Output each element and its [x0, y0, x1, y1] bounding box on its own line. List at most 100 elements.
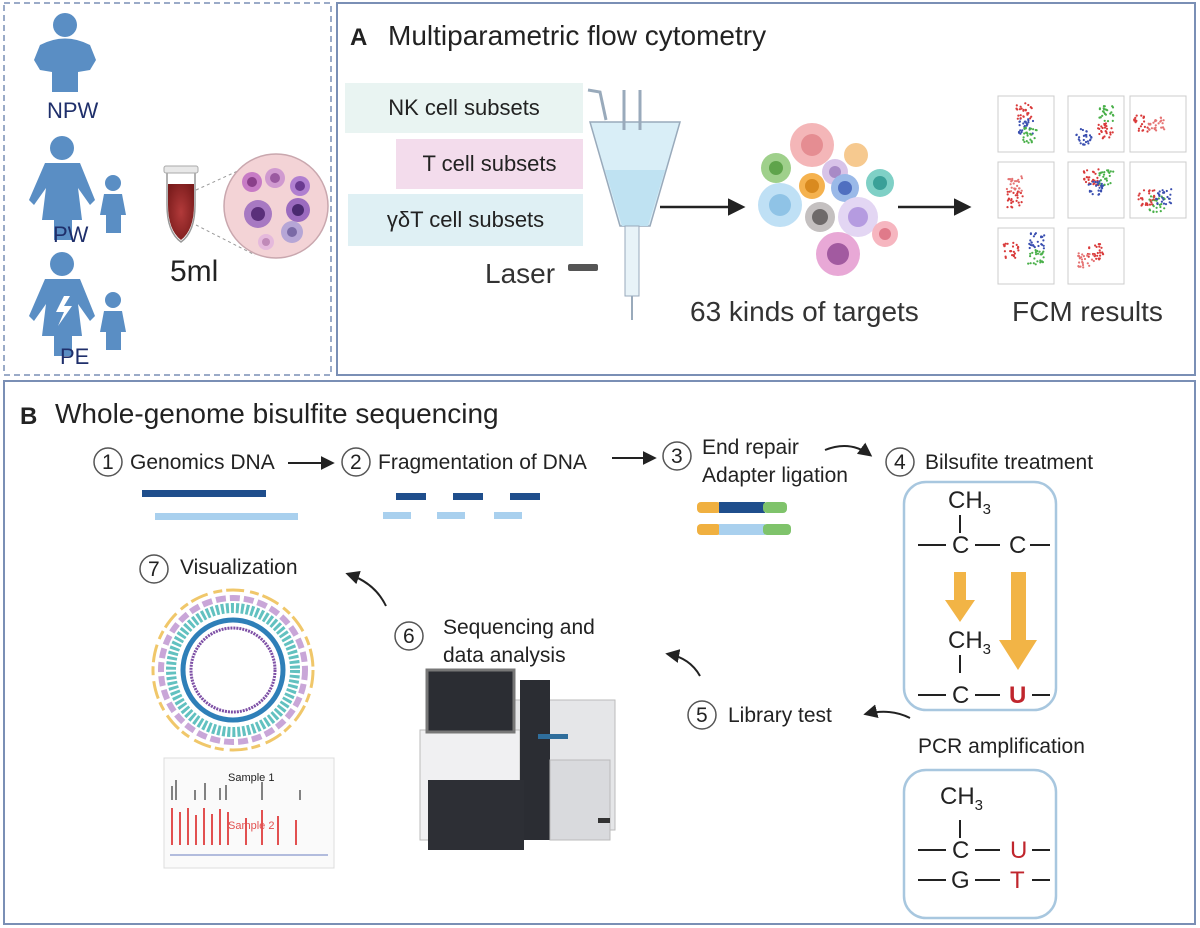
fcm-dot — [1162, 126, 1165, 129]
fcm-dot — [1108, 174, 1111, 177]
fcm-dot — [1090, 135, 1093, 139]
fcm-dot — [1139, 197, 1142, 200]
bisulfite-chemistry-box — [902, 480, 1058, 712]
fcm-dot — [1150, 201, 1153, 204]
fcm-dot — [1141, 198, 1144, 201]
fcm-dot — [1137, 129, 1140, 132]
fcm-dot — [1006, 206, 1009, 209]
fcm-dot — [1026, 112, 1029, 116]
c-left-bottom: C — [952, 682, 970, 709]
fcm-dot — [1091, 193, 1094, 196]
fcm-dot — [1086, 169, 1089, 172]
fcm-results-plots — [997, 95, 1187, 285]
fcm-dot — [1022, 108, 1025, 111]
sample-volume: 5ml — [170, 255, 219, 288]
fcm-dot — [1036, 249, 1039, 253]
c-right-top: C — [1009, 532, 1027, 559]
laser-label: Laser — [485, 258, 556, 289]
fcm-dot — [1023, 132, 1026, 135]
fcm-dot — [1007, 178, 1010, 181]
fcm-dot — [1100, 125, 1103, 128]
step-num-6: 6 — [403, 625, 415, 648]
fcm-dot — [1039, 261, 1042, 264]
fcm-dot — [1168, 201, 1171, 204]
fcm-dot — [1157, 197, 1160, 200]
fcm-dot — [1104, 123, 1107, 126]
fcm-dot — [1166, 195, 1169, 199]
u-pcr: U — [1010, 837, 1028, 864]
g-pcr: G — [951, 867, 970, 894]
fcm-dot — [1015, 107, 1018, 110]
fcm-dot — [1039, 259, 1042, 262]
fcm-dot — [1075, 133, 1078, 137]
fcm-dot — [1087, 178, 1090, 181]
group-label-npw: NPW — [47, 98, 99, 123]
fcm-dot — [1099, 251, 1102, 254]
panel-a-title: Multiparametric flow cytometry — [388, 20, 767, 51]
fcm-plot-frame — [997, 227, 1055, 285]
fcm-dot — [1016, 196, 1019, 199]
fcm-dot — [1156, 202, 1159, 205]
fcm-dot — [1020, 175, 1023, 178]
fcm-dot — [1034, 232, 1037, 235]
fcm-dot — [1019, 114, 1022, 117]
fcm-dot — [1162, 119, 1165, 122]
fcm-dot — [1035, 253, 1038, 256]
fcm-dot — [1105, 125, 1108, 128]
fcm-dot — [1024, 109, 1027, 112]
fcm-dot — [1149, 195, 1153, 198]
fcm-dot — [1078, 136, 1081, 139]
fcm-dot — [1019, 129, 1022, 132]
fcm-dot — [1100, 246, 1103, 249]
fcm-dot — [1022, 136, 1025, 139]
fcm-dot — [1151, 203, 1154, 206]
fcm-dot — [1161, 196, 1164, 199]
fcm-dot — [1015, 104, 1018, 107]
fcm-dot — [1158, 190, 1161, 193]
fcm-dot — [1010, 190, 1013, 193]
fcm-dot — [1030, 115, 1033, 118]
fcm-dot — [1101, 114, 1104, 117]
fcm-dot — [1016, 192, 1019, 195]
fcm-dot — [1138, 192, 1141, 195]
fcm-dot — [1135, 114, 1138, 117]
fcm-dot — [1016, 117, 1019, 120]
fcm-dot — [1009, 183, 1012, 186]
fcm-dot — [1081, 263, 1085, 267]
fcm-dot — [1029, 239, 1032, 242]
fcm-dot — [1018, 187, 1021, 190]
plot-label-sample-2: Sample 2 — [228, 820, 275, 832]
fcm-dot — [1019, 117, 1022, 120]
ch3-pcr: CH3 — [940, 783, 984, 814]
fcm-dot — [1098, 132, 1101, 136]
fcm-dot — [1154, 124, 1157, 127]
panel-a-letter: A — [350, 24, 368, 51]
flow-cell-icon — [587, 88, 681, 320]
fcm-dot — [1140, 123, 1144, 126]
fcm-dot — [1103, 171, 1106, 174]
fcm-dot — [1027, 141, 1030, 144]
fcm-dot — [1098, 180, 1101, 183]
fcm-dot — [1029, 117, 1032, 120]
fcm-dot — [1143, 120, 1146, 123]
fcm-dot — [1006, 199, 1010, 202]
fcm-dot — [1030, 133, 1033, 136]
fcm-dot — [1164, 203, 1168, 206]
fcm-dot — [1020, 131, 1023, 134]
fcm-dot — [1015, 243, 1018, 246]
fcm-dot — [1091, 170, 1095, 173]
fcm-dot — [1086, 254, 1089, 257]
fcm-dot — [1010, 179, 1014, 182]
blood-tube-icon — [163, 165, 199, 243]
fcm-dot — [1137, 194, 1140, 197]
fcm-dot — [1102, 173, 1106, 176]
fcm-dot — [1033, 257, 1036, 260]
fcm-dot — [1112, 114, 1115, 117]
panel-b-frame — [3, 380, 1196, 925]
fcm-dot — [1092, 254, 1095, 257]
fcm-dot — [1080, 258, 1084, 261]
fcm-dot — [1030, 241, 1033, 244]
fcm-dot — [1158, 203, 1161, 206]
fcm-dot — [1042, 244, 1045, 247]
